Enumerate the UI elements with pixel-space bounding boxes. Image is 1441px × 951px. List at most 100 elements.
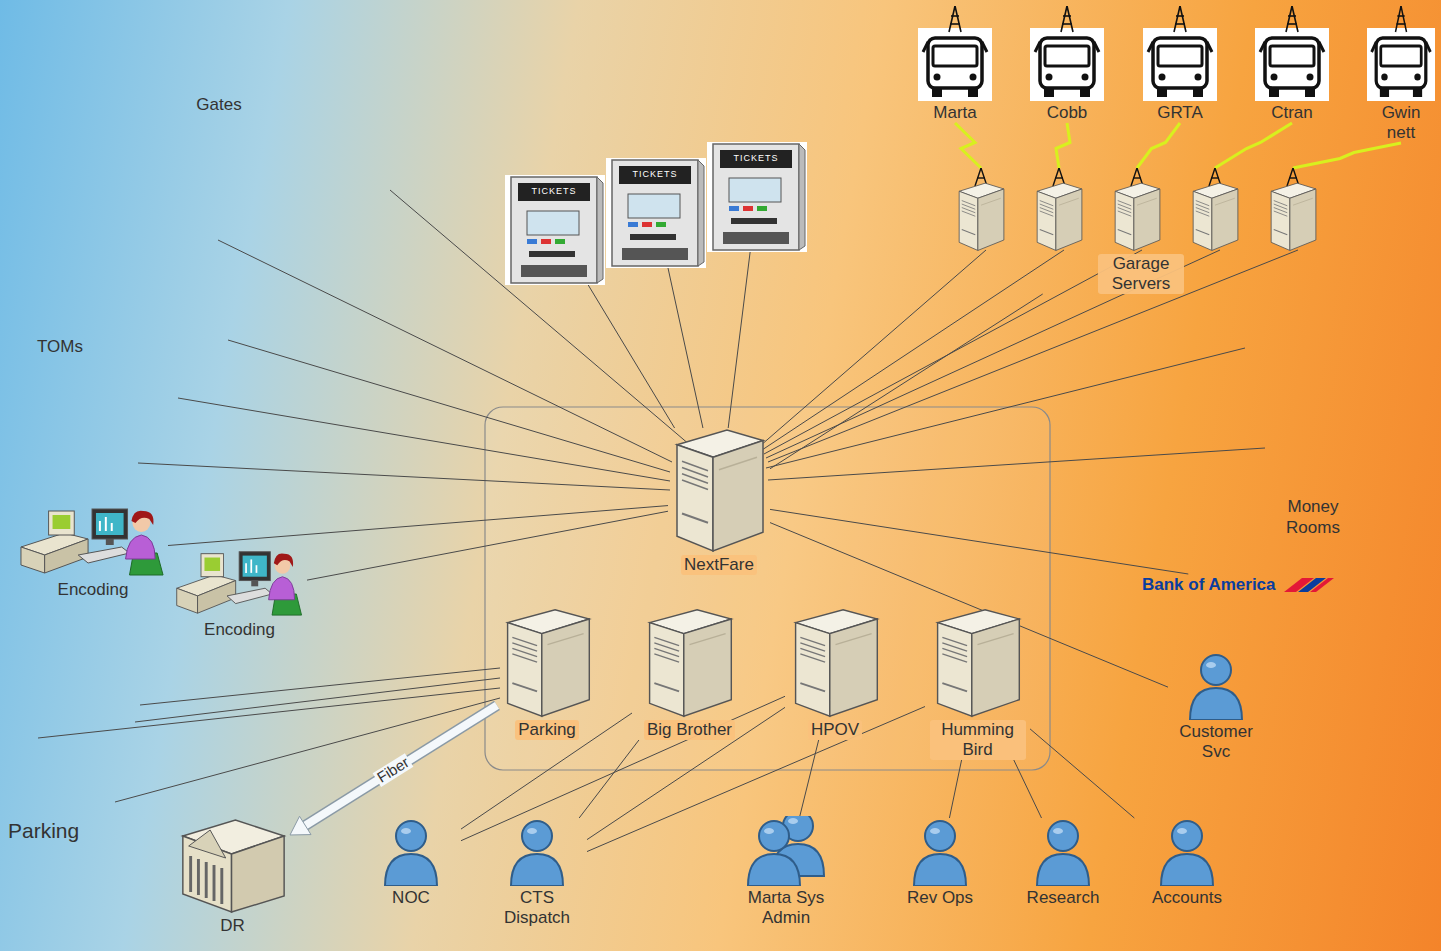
connector bbox=[800, 740, 819, 816]
node-label: Customer Svc bbox=[1176, 722, 1256, 762]
diagram-node: Marta bbox=[915, 6, 995, 123]
bus-icon bbox=[1143, 6, 1217, 101]
server-node: Parking bbox=[497, 608, 597, 740]
diagram-node: TICKETS bbox=[505, 175, 605, 285]
server-node: Garage Servers bbox=[955, 168, 1327, 294]
node-label: GRTA bbox=[1157, 103, 1203, 123]
dr-building bbox=[177, 806, 289, 914]
node-label: Encoding bbox=[204, 620, 275, 640]
node-label: Garage Servers bbox=[1098, 254, 1184, 294]
ticket-machine: TICKETS bbox=[505, 175, 605, 285]
encoding-station bbox=[19, 503, 167, 578]
node-label: Big Brother bbox=[644, 720, 735, 740]
node-label: TICKETS bbox=[518, 184, 590, 198]
people-icon bbox=[744, 816, 828, 886]
bank-logo bbox=[1280, 574, 1335, 596]
connector bbox=[290, 816, 311, 835]
edge-label: Fiber bbox=[373, 753, 414, 787]
server-icon bbox=[500, 608, 595, 718]
node-label: NOC bbox=[392, 888, 430, 908]
diagram-node: CTS Dispatch bbox=[487, 818, 587, 928]
connector bbox=[1215, 123, 1292, 168]
diagram-node: Ctran bbox=[1252, 6, 1332, 123]
connector bbox=[1293, 143, 1401, 168]
diagram-node: Encoding bbox=[172, 546, 307, 640]
diagram-node: TICKETS bbox=[707, 142, 807, 252]
connector bbox=[587, 707, 925, 852]
free-label: Money Rooms bbox=[1270, 496, 1356, 538]
connector bbox=[770, 294, 1043, 469]
server-node: Humming Bird bbox=[925, 608, 1030, 760]
connector bbox=[1056, 123, 1070, 168]
connector bbox=[770, 509, 1188, 574]
diagram-node: TICKETS bbox=[606, 158, 706, 268]
connector bbox=[1030, 729, 1134, 818]
garage-servers bbox=[955, 168, 1327, 252]
diagram-node: Accounts bbox=[1127, 818, 1247, 908]
connector bbox=[307, 511, 668, 580]
connector bbox=[949, 760, 961, 818]
bus-icon bbox=[1367, 6, 1435, 101]
person-icon bbox=[507, 818, 567, 886]
server-icon bbox=[642, 608, 737, 718]
ticket-machine: TICKETS bbox=[707, 142, 807, 252]
person-icon bbox=[1186, 652, 1246, 720]
diagram-node: Rev Ops bbox=[880, 818, 1000, 908]
node-label: HPOV bbox=[808, 720, 862, 740]
encoding-station bbox=[175, 546, 305, 618]
bus-icon bbox=[1030, 6, 1104, 101]
free-label: Gates bbox=[184, 94, 254, 115]
diagram-node: Marta Sys Admin bbox=[716, 816, 856, 928]
node-label: Bank of America bbox=[1142, 575, 1276, 595]
server-enclosure bbox=[485, 407, 1050, 770]
node-label: Cobb bbox=[1047, 103, 1088, 123]
person-icon bbox=[381, 818, 441, 886]
node-label: Marta Sys Admin bbox=[744, 888, 828, 928]
radiating-lines bbox=[38, 190, 1298, 802]
person-icon bbox=[910, 818, 970, 886]
node-label: Ctran bbox=[1271, 103, 1313, 123]
server-node: NextFare bbox=[668, 428, 770, 575]
diagram-node: NOC bbox=[361, 818, 461, 908]
node-label: NextFare bbox=[681, 555, 757, 575]
person-icon bbox=[1157, 818, 1217, 886]
node-label: Research bbox=[1027, 888, 1100, 908]
server-node: HPOV bbox=[785, 608, 885, 740]
node-label: DR bbox=[220, 916, 245, 936]
diagram-node: GRTA bbox=[1140, 6, 1220, 123]
connector bbox=[461, 713, 632, 829]
connector bbox=[588, 285, 674, 428]
diagram-node: Bank of America bbox=[1142, 574, 1377, 596]
bus-icon bbox=[918, 6, 992, 101]
ticket-machine: TICKETS bbox=[606, 158, 706, 268]
node-label: TICKETS bbox=[619, 167, 691, 181]
connector bbox=[587, 707, 785, 839]
connector bbox=[1014, 760, 1042, 818]
connector bbox=[728, 252, 750, 428]
free-label: TOMs bbox=[30, 336, 90, 357]
connector bbox=[302, 705, 497, 827]
bus-icon bbox=[1255, 6, 1329, 101]
diagram-node: Customer Svc bbox=[1168, 652, 1264, 762]
diagram-node: DR bbox=[175, 806, 290, 936]
node-label: Rev Ops bbox=[907, 888, 973, 908]
server-icon bbox=[930, 608, 1025, 718]
connector bbox=[1137, 123, 1180, 168]
diagram-node: Gwin nett bbox=[1366, 6, 1436, 143]
connector bbox=[302, 705, 497, 827]
diagram-node: Encoding bbox=[18, 503, 168, 600]
connector bbox=[955, 123, 981, 168]
connector bbox=[461, 696, 785, 840]
server-icon bbox=[788, 608, 883, 718]
diagram-node: Cobb bbox=[1027, 6, 1107, 123]
server-icon bbox=[669, 428, 769, 553]
node-label: TICKETS bbox=[720, 151, 792, 165]
node-label: Humming Bird bbox=[930, 720, 1026, 760]
connector bbox=[668, 268, 703, 428]
node-label: Accounts bbox=[1152, 888, 1222, 908]
free-label: Parking bbox=[8, 818, 118, 843]
connector bbox=[579, 740, 639, 818]
person-icon bbox=[1033, 818, 1093, 886]
node-label: Gwin nett bbox=[1377, 103, 1425, 143]
